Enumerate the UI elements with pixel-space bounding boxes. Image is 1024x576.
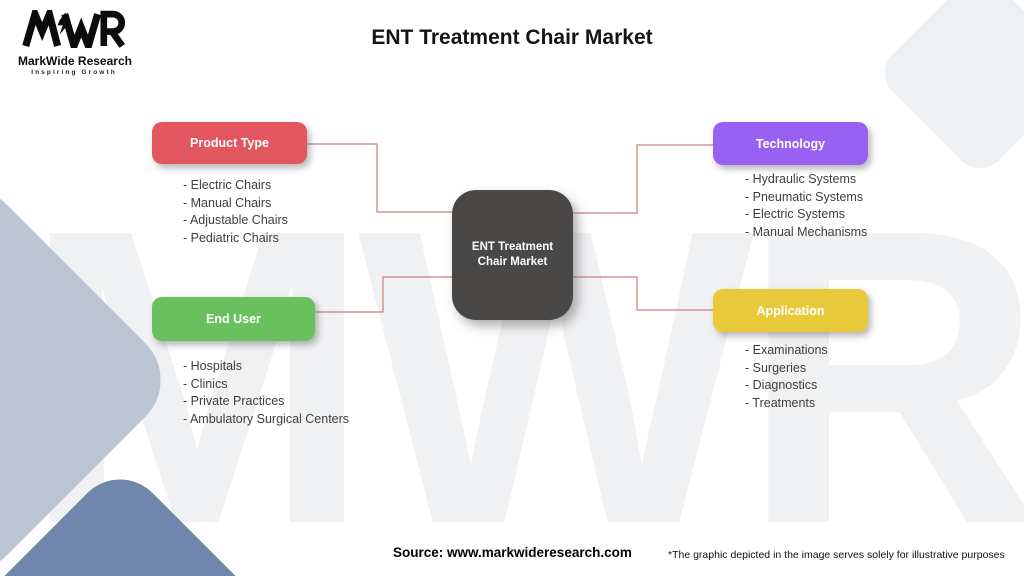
segment-list-item: - Pediatric Chairs	[183, 230, 279, 245]
segment-list-item: - Ambulatory Surgical Centers	[183, 411, 350, 426]
list-technology: - Hydraulic Systems - Pneumatic Systems - …	[745, 171, 867, 241]
segment-list-item: - Adjustable Chairs	[183, 213, 288, 227]
central-node-ent-treatment-chair-market: ENT Treatment Chair Market	[452, 190, 573, 320]
segment-list-item: - Electric Systems	[745, 207, 846, 221]
logo-name: MarkWide Research	[18, 54, 132, 68]
segment-list-item: - Treatments	[745, 395, 816, 410]
disclaimer-text: *The graphic depicted in the image serve…	[668, 549, 1005, 561]
list-product-type: - Electric Chairs - Manual Chairs - Adjust…	[183, 177, 288, 247]
logo-tagline: Inspiring Growth	[31, 69, 117, 76]
list-end-user: - Hospitals - Clinics - Private Practices -…	[183, 358, 349, 428]
segment-list-item: - Pneumatic Systems	[745, 189, 864, 204]
node-application: Application	[713, 289, 868, 332]
segment-list-item: - Diagnostics	[745, 378, 818, 392]
page-title: ENT Treatment Chair Market	[371, 26, 653, 49]
segment-list-item: - Manual Chairs	[183, 195, 272, 210]
node-technology: Technology	[713, 122, 868, 165]
segment-list-item: - Clinics	[183, 376, 228, 391]
mwr-monogram-icon	[22, 2, 126, 58]
segment-list-item: - Surgeries	[745, 360, 807, 375]
segment-list-item: - Electric Chairs	[183, 178, 272, 192]
segment-list-item: - Hydraulic Systems	[745, 172, 857, 186]
logo: MarkWide Research Inspiring Growth	[18, 2, 132, 76]
list-application: - Examinations - Surgeries - Diagnostics - …	[745, 342, 828, 412]
source-text: Source: www.markwideresearch.com	[393, 545, 632, 560]
segment-list-item: - Hospitals	[183, 359, 243, 373]
segment-list-item: - Private Practices	[183, 394, 285, 408]
segment-list-item: - Manual Mechanisms	[745, 224, 868, 239]
segment-list-item: - Examinations	[745, 343, 828, 357]
node-end-user: End User	[152, 297, 315, 341]
node-product-type: Product Type	[152, 122, 307, 164]
